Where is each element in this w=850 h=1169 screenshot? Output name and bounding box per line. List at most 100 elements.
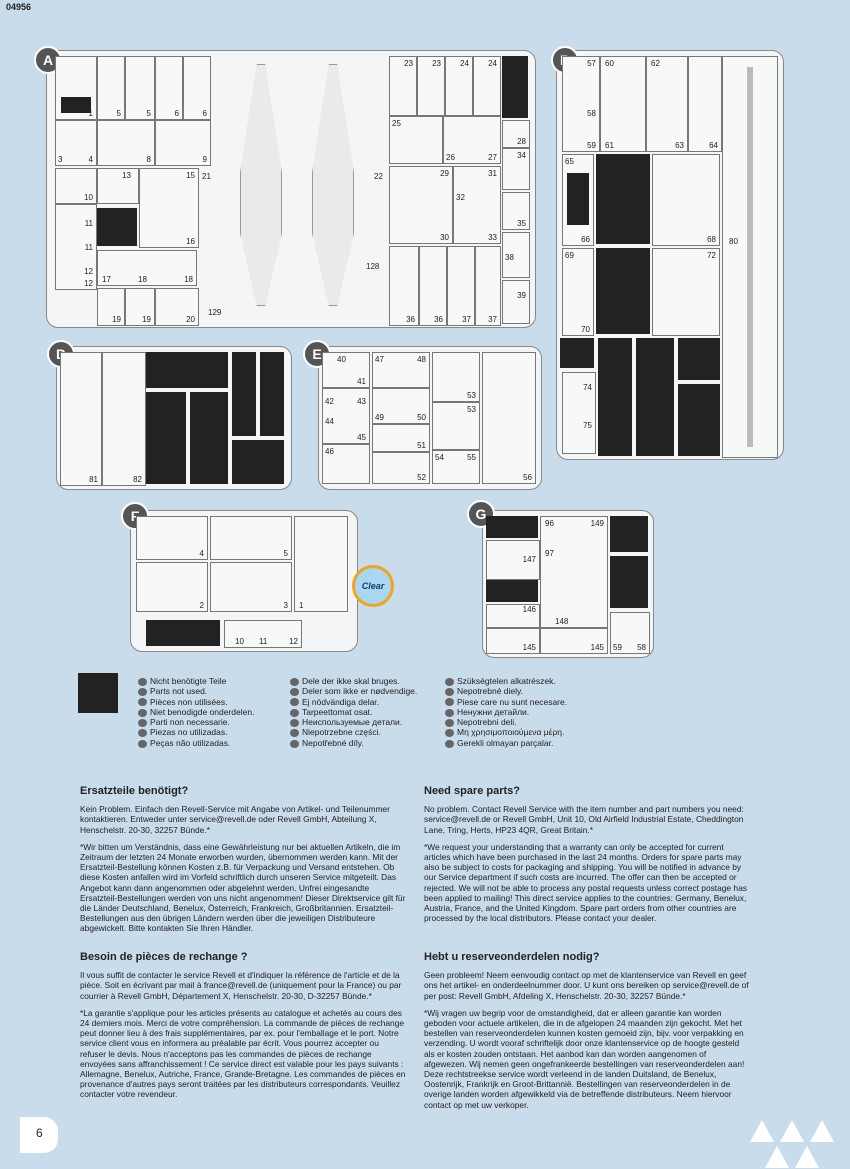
part-cell: 5	[210, 516, 292, 560]
part-cell: 38	[502, 232, 530, 278]
decor-triangle	[795, 1146, 819, 1168]
part-cell: 46	[322, 444, 370, 484]
unused-part	[97, 208, 137, 246]
part-cell: 146	[486, 604, 540, 628]
section-text: Geen probleem! Neem eenvoudig contact op…	[424, 970, 749, 1001]
part-cell: 24	[445, 56, 473, 116]
clear-parts-badge: Clear	[352, 565, 394, 607]
decor-triangle	[750, 1120, 774, 1142]
spare-parts-de: Ersatzteile benötigt? Kein Problem. Einf…	[80, 785, 406, 941]
unused-part	[598, 338, 632, 456]
part-number: 128	[366, 262, 380, 271]
part-cell: 52	[372, 452, 430, 484]
part-cell: 23	[389, 56, 417, 116]
unused-part	[146, 392, 186, 484]
decor-triangle	[780, 1120, 804, 1142]
part-cell: 145	[540, 628, 608, 654]
unused-part	[146, 620, 220, 646]
part-cell: 24	[473, 56, 501, 116]
unused-part	[610, 556, 648, 608]
part-cell: 28	[502, 120, 530, 148]
part-cell: 37	[447, 246, 475, 326]
part-cell: 72	[652, 248, 720, 336]
part-cell: 51	[372, 424, 430, 452]
part-cell: 34	[502, 148, 530, 190]
part-cell: 53	[432, 402, 480, 450]
part-cell: 4	[136, 516, 208, 560]
part-cell: 8	[97, 120, 155, 166]
document-code: 04956	[6, 2, 32, 12]
section-text: *La garantie s'applique pour les article…	[80, 1007, 406, 1100]
spare-parts-en: Need spare parts? No problem. Contact Re…	[424, 785, 750, 930]
unused-part	[596, 248, 650, 334]
part-cell: 81	[60, 352, 102, 486]
part-cell: 10	[55, 168, 97, 204]
unused-part	[146, 352, 228, 388]
part-cell: 80	[722, 56, 778, 458]
section-text: Il vous suffit de contacter le service R…	[80, 970, 402, 1001]
part-cell: 5	[125, 56, 155, 120]
part-cell: 1	[294, 516, 348, 612]
part-cell: 68	[652, 154, 720, 246]
part-cell: 5	[97, 56, 125, 120]
unused-part	[636, 338, 674, 456]
page-number: 6	[20, 1117, 58, 1153]
unused-part	[232, 352, 256, 436]
part-cell: 37	[475, 246, 501, 326]
part-cell: 6	[183, 56, 211, 120]
part-cell: 19	[125, 288, 155, 326]
unused-part	[486, 580, 538, 602]
unused-part	[190, 392, 228, 484]
part-cell: 35	[502, 192, 530, 230]
sprue-a-badge: A	[34, 46, 62, 74]
section-title: Ersatzteile benötigt?	[80, 785, 189, 797]
section-title: Besoin de pièces de rechange ?	[80, 951, 248, 963]
part-cell: 20	[155, 288, 199, 326]
part-cell: 147	[486, 540, 540, 580]
part-cell: 25	[389, 116, 443, 164]
unused-part	[232, 440, 284, 484]
part-number: 129	[208, 308, 222, 317]
legend-column: Dele der ikke skal bruges. Deler som ikk…	[290, 676, 417, 748]
unused-part	[678, 338, 720, 380]
part-cell: 2	[136, 562, 208, 612]
unused-part	[486, 516, 538, 538]
unused-part	[678, 384, 720, 456]
unused-parts-legend-swatch	[78, 673, 118, 713]
part-cell: 39	[502, 280, 530, 324]
section-text: *Wir bitten um Verständnis, dass eine Ge…	[80, 841, 406, 934]
decor-triangle	[765, 1146, 789, 1168]
unused-part	[610, 516, 648, 552]
unused-part	[596, 154, 650, 244]
part-cell: 23	[417, 56, 445, 116]
part-number: 21	[202, 172, 211, 181]
part-cell: 13	[97, 168, 139, 204]
part-cell: 6	[155, 56, 183, 120]
sprue-g-badge: G	[467, 500, 495, 528]
part-cell: 64	[688, 56, 722, 152]
decor-triangle	[810, 1120, 834, 1142]
part-cell: 36	[389, 246, 419, 326]
part-number: 22	[374, 172, 383, 181]
part-cell: 36	[419, 246, 447, 326]
unused-part	[260, 352, 284, 436]
part-cell: 19	[97, 288, 125, 326]
